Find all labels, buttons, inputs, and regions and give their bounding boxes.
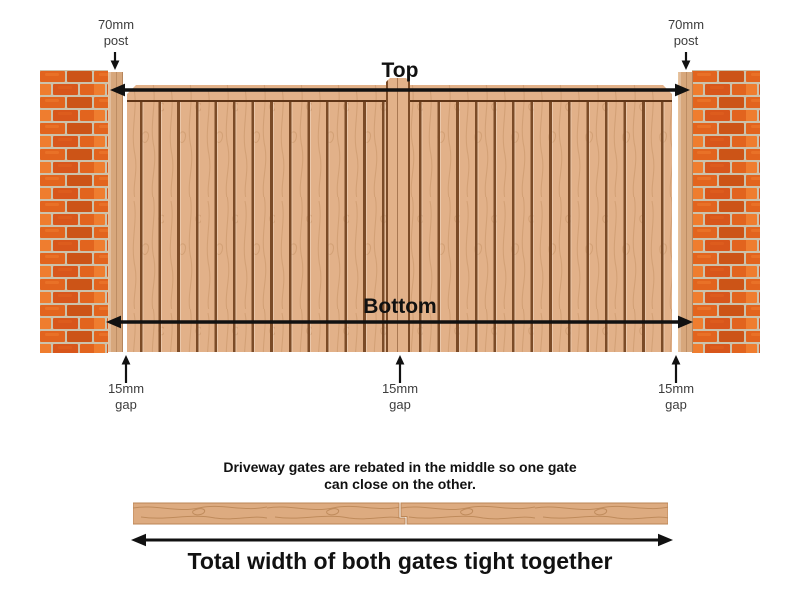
right-post-label-line2: post bbox=[673, 33, 699, 48]
right-gap-pointer-arrow bbox=[671, 355, 681, 383]
center-meeting-stile bbox=[386, 78, 410, 352]
rebate-caption-line1: Driveway gates are rebated in the middle… bbox=[223, 459, 577, 475]
right-brick-pillar bbox=[692, 70, 760, 353]
right-post-label: 70mm post bbox=[656, 17, 716, 49]
left-gap-label-line1: 15mm bbox=[107, 381, 145, 396]
left-post-label: 70mm post bbox=[86, 17, 146, 49]
right-gap-label-line2: gap bbox=[665, 397, 687, 412]
center-gap-label-line2: gap bbox=[389, 397, 411, 412]
rebate-caption-line2: can close on the other. bbox=[324, 476, 476, 492]
total-width-arrow bbox=[131, 533, 673, 547]
left-gate-post bbox=[108, 72, 123, 352]
left-gap-label-line2: gap bbox=[115, 397, 137, 412]
left-brick-pillar bbox=[40, 70, 108, 353]
rebate-caption: Driveway gates are rebated in the middle… bbox=[0, 459, 800, 493]
center-gap-label-line1: 15mm bbox=[381, 381, 419, 396]
left-post-label-line1: 70mm bbox=[97, 17, 135, 32]
left-gap-pointer-arrow bbox=[121, 355, 131, 383]
right-gap-label-line1: 15mm bbox=[657, 381, 695, 396]
center-gap-label: 15mm gap bbox=[370, 381, 430, 413]
right-plank-grain bbox=[401, 503, 668, 524]
total-width-label: Total width of both gates tight together bbox=[187, 548, 613, 574]
right-post-label-line1: 70mm bbox=[667, 17, 705, 32]
top-measure-label: Top bbox=[381, 59, 419, 82]
left-gap-label: 15mm gap bbox=[96, 381, 156, 413]
bottom-measure-label: Bottom bbox=[363, 295, 437, 318]
gates-top-view bbox=[133, 502, 668, 525]
left-plank-grain bbox=[133, 503, 405, 524]
center-gap-pointer-arrow bbox=[395, 355, 405, 383]
right-gap-label: 15mm gap bbox=[646, 381, 706, 413]
right-gate-post bbox=[678, 72, 693, 352]
left-post-label-line2: post bbox=[103, 33, 129, 48]
